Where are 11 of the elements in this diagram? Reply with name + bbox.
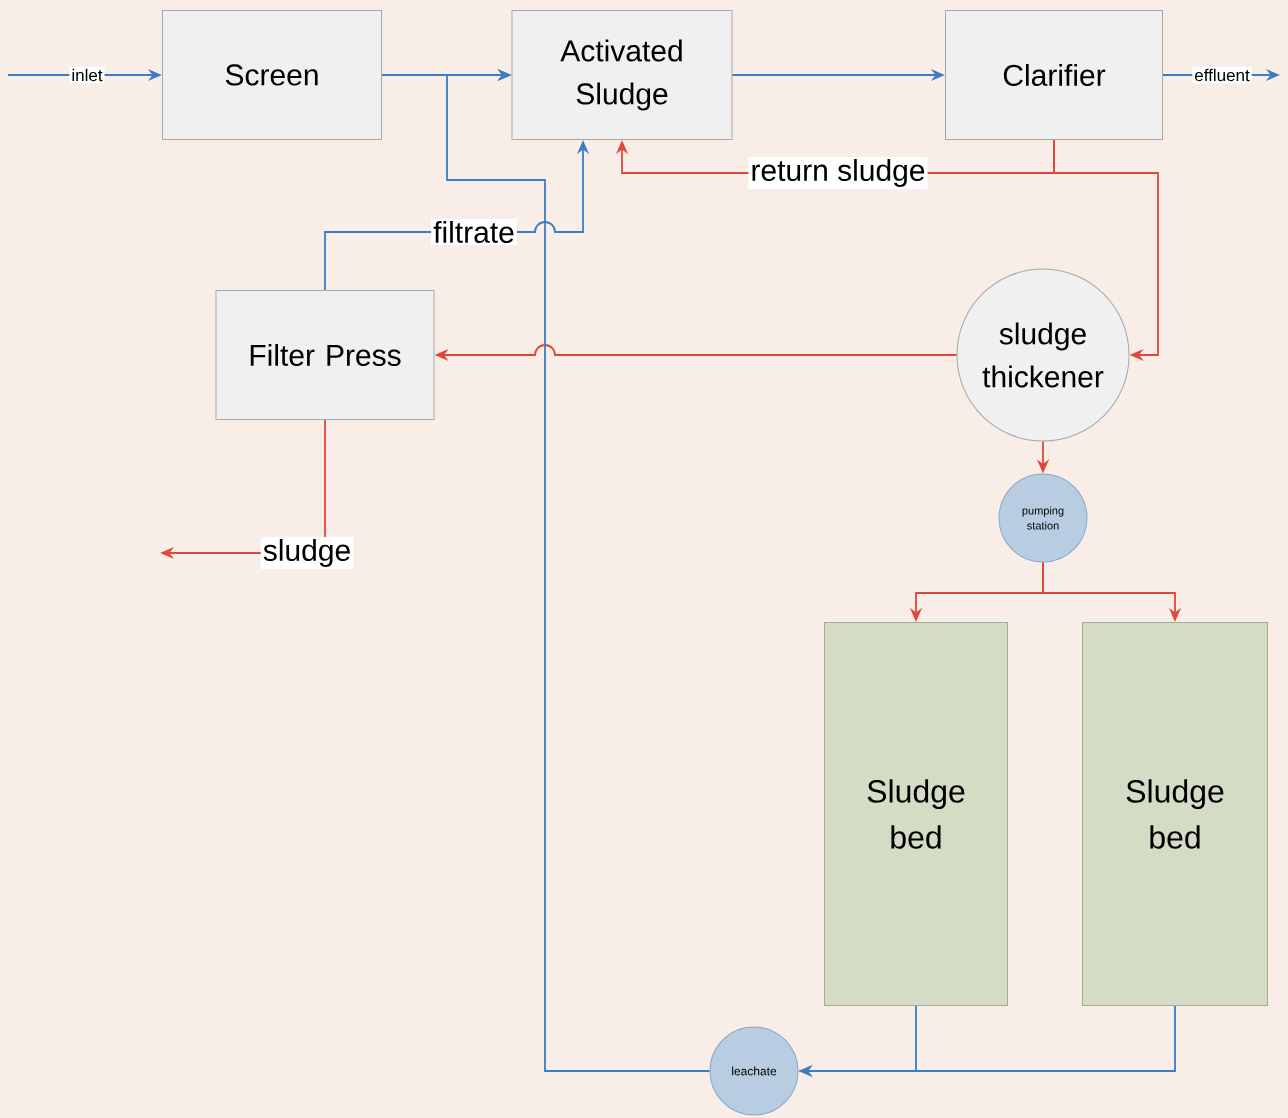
- process-box: Filter Press: [215, 290, 435, 420]
- process-box: Clarifier: [945, 10, 1163, 140]
- process-box: Screen: [162, 10, 382, 140]
- arrow: [1053, 139, 1159, 362]
- arrow: [446, 68, 711, 1072]
- sludge-bed-box: Sludge bed: [824, 622, 1008, 1006]
- edge-label: sludge: [260, 537, 354, 569]
- edge-label: return sludge: [748, 157, 928, 189]
- sludge-bed-box: Sludge bed: [1082, 622, 1268, 1006]
- process-box: Activated Sludge: [511, 10, 733, 140]
- edge-label: filtrate: [431, 219, 517, 245]
